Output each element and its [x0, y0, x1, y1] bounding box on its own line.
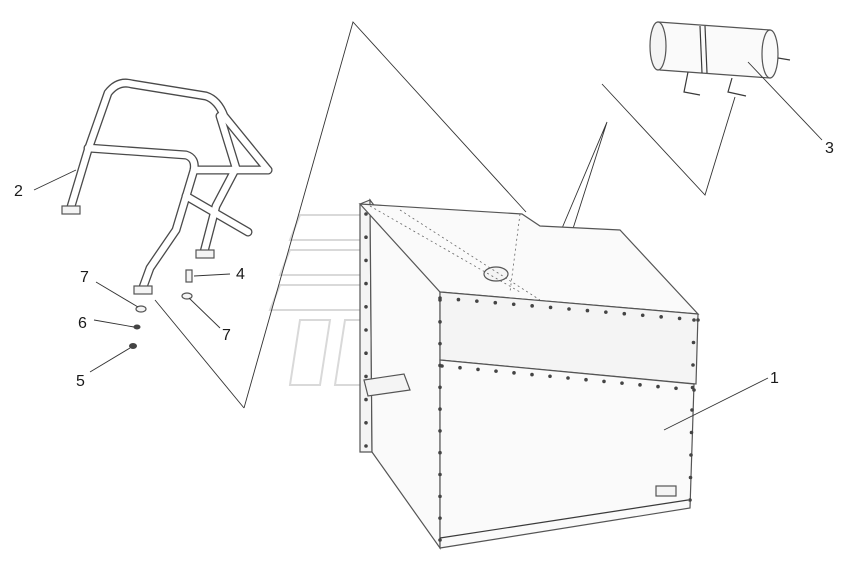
rivet: [688, 475, 693, 480]
rivet: [493, 300, 498, 305]
rivet: [364, 351, 368, 356]
rivet: [622, 311, 627, 316]
rivet: [494, 369, 498, 373]
leader-5: [89, 347, 131, 373]
rivet: [567, 307, 571, 311]
rivet: [456, 297, 461, 302]
fasteners: [129, 269, 193, 349]
rivet: [475, 299, 479, 303]
rivet: [438, 429, 442, 433]
assembly-line-handrail-foot: [154, 299, 245, 409]
rivet: [364, 212, 368, 216]
rivet: [691, 363, 695, 367]
leader-2: [33, 169, 77, 191]
cab-panel-assembly: [358, 198, 700, 550]
rivet: [438, 298, 442, 302]
rivet: [438, 472, 442, 477]
rivet: [696, 318, 700, 322]
panel-rivets: [364, 212, 700, 542]
washer: [135, 305, 147, 313]
rivet: [689, 453, 693, 457]
rivet: [438, 494, 442, 499]
handrail-foot-plate: [133, 285, 153, 295]
bolt: [185, 269, 193, 283]
rivet: [674, 386, 678, 391]
callout-5: 5: [76, 373, 85, 390]
rivet: [677, 316, 682, 321]
rivet: [656, 384, 660, 389]
callout-3: 3: [825, 140, 834, 157]
rivet: [458, 365, 462, 370]
rivet: [364, 397, 368, 402]
rivet: [438, 341, 442, 346]
rivet: [364, 421, 368, 425]
rivet: [364, 281, 368, 286]
rivet: [604, 310, 608, 314]
rivet: [620, 381, 624, 385]
rivet: [585, 308, 590, 313]
leader-7b: [188, 297, 221, 329]
rivet: [364, 374, 368, 379]
rivet: [438, 407, 442, 411]
rivet: [690, 385, 695, 390]
rivet: [548, 374, 552, 379]
leader-4: [193, 273, 231, 277]
rivet: [438, 450, 442, 455]
leader-6: [93, 319, 135, 328]
rivet: [512, 371, 516, 375]
handrail: [61, 78, 273, 295]
leader-3: [747, 61, 823, 141]
rivet: [691, 340, 696, 345]
rivet: [438, 363, 442, 368]
callout-7-lower: 7: [222, 327, 231, 344]
rivet: [530, 372, 534, 377]
callout-labels: 1 2 3 4 5 6 7 7: [14, 140, 834, 390]
rivet: [602, 379, 606, 384]
air-receiver: [649, 21, 791, 97]
assembly-line-handrail: [243, 21, 527, 409]
rivet: [689, 430, 694, 435]
rivet: [438, 516, 442, 520]
rivet: [511, 302, 516, 307]
callout-4: 4: [236, 266, 245, 283]
rivet: [364, 444, 368, 448]
callout-7-upper: 7: [80, 269, 89, 286]
rivet: [548, 305, 553, 310]
callout-6: 6: [78, 315, 87, 332]
rivet: [566, 376, 570, 380]
callout-2: 2: [14, 183, 23, 200]
rivet: [438, 385, 442, 390]
callout-leaders: [33, 61, 823, 431]
nut: [129, 343, 137, 349]
leader-7a: [95, 281, 139, 308]
rivet: [364, 235, 368, 239]
assembly-line-receiver: [601, 83, 736, 196]
rivet: [659, 315, 663, 319]
rivet: [364, 305, 368, 309]
rivet: [688, 498, 692, 502]
handrail-foot-plate: [61, 205, 81, 215]
leader-1: [663, 377, 769, 431]
rivet: [476, 367, 480, 372]
assembly-line-mount-a: [559, 121, 608, 239]
rivet: [438, 320, 442, 324]
assembly-lines: [154, 21, 736, 409]
rivet: [640, 313, 645, 318]
rivet: [530, 304, 534, 308]
rivet: [690, 408, 694, 412]
rivet: [364, 328, 368, 332]
rivet: [638, 383, 642, 387]
washer: [181, 292, 193, 300]
lock-washer: [133, 324, 141, 330]
handrail-foot-plate: [195, 249, 215, 259]
rivet: [364, 258, 368, 263]
callout-1: 1: [770, 370, 779, 387]
panel-latch: [655, 485, 677, 497]
rivet: [584, 377, 588, 382]
rivet: [438, 538, 442, 542]
rivet: [692, 318, 696, 322]
